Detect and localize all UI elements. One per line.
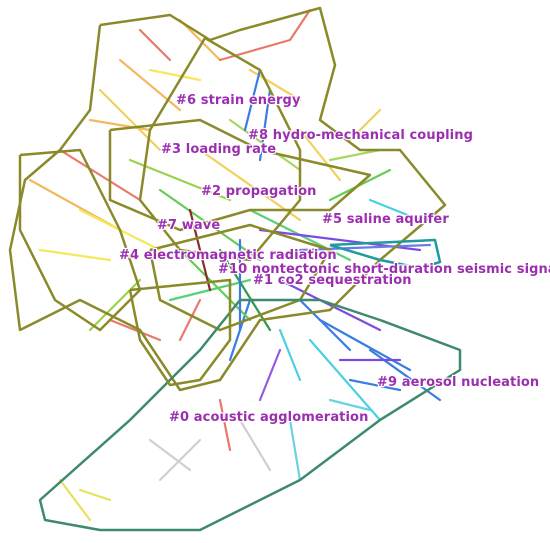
hull-aerosol-teal <box>38 298 462 532</box>
hull-inner-olive-1 <box>138 36 302 262</box>
cluster-label-7: #7 wave <box>157 218 220 233</box>
cluster-label-6: #6 strain energy <box>176 93 301 108</box>
cluster-hulls <box>8 6 462 532</box>
hull-lower-olive <box>128 278 232 387</box>
cluster-label-10: #10 nontectonic short-duration seismic s… <box>218 262 550 277</box>
cluster-label-9: #9 aerosol nucleation <box>377 375 539 390</box>
cluster-labels: #6 strain energy #8 hydro-mechanical cou… <box>118 92 550 426</box>
cluster-label-4: #4 electromagnetic radiation <box>119 248 337 263</box>
hull-seismic-cyan <box>329 238 442 270</box>
network-edges <box>28 8 442 522</box>
cluster-label-0: #0 acoustic agglomeration <box>169 410 368 425</box>
cluster-label-5: #5 saline aquifer <box>322 212 449 227</box>
hull-inner-olive-3 <box>18 148 142 332</box>
cluster-label-8: #8 hydro-mechanical coupling <box>248 128 473 143</box>
hull-inner-olive-2 <box>108 118 372 232</box>
cluster-label-2: #2 propagation <box>201 184 317 199</box>
cluster-label-1: #1 co2 sequestration <box>253 273 412 288</box>
hull-outer-olive <box>8 6 447 392</box>
cluster-label-3: #3 loading rate <box>161 142 276 157</box>
